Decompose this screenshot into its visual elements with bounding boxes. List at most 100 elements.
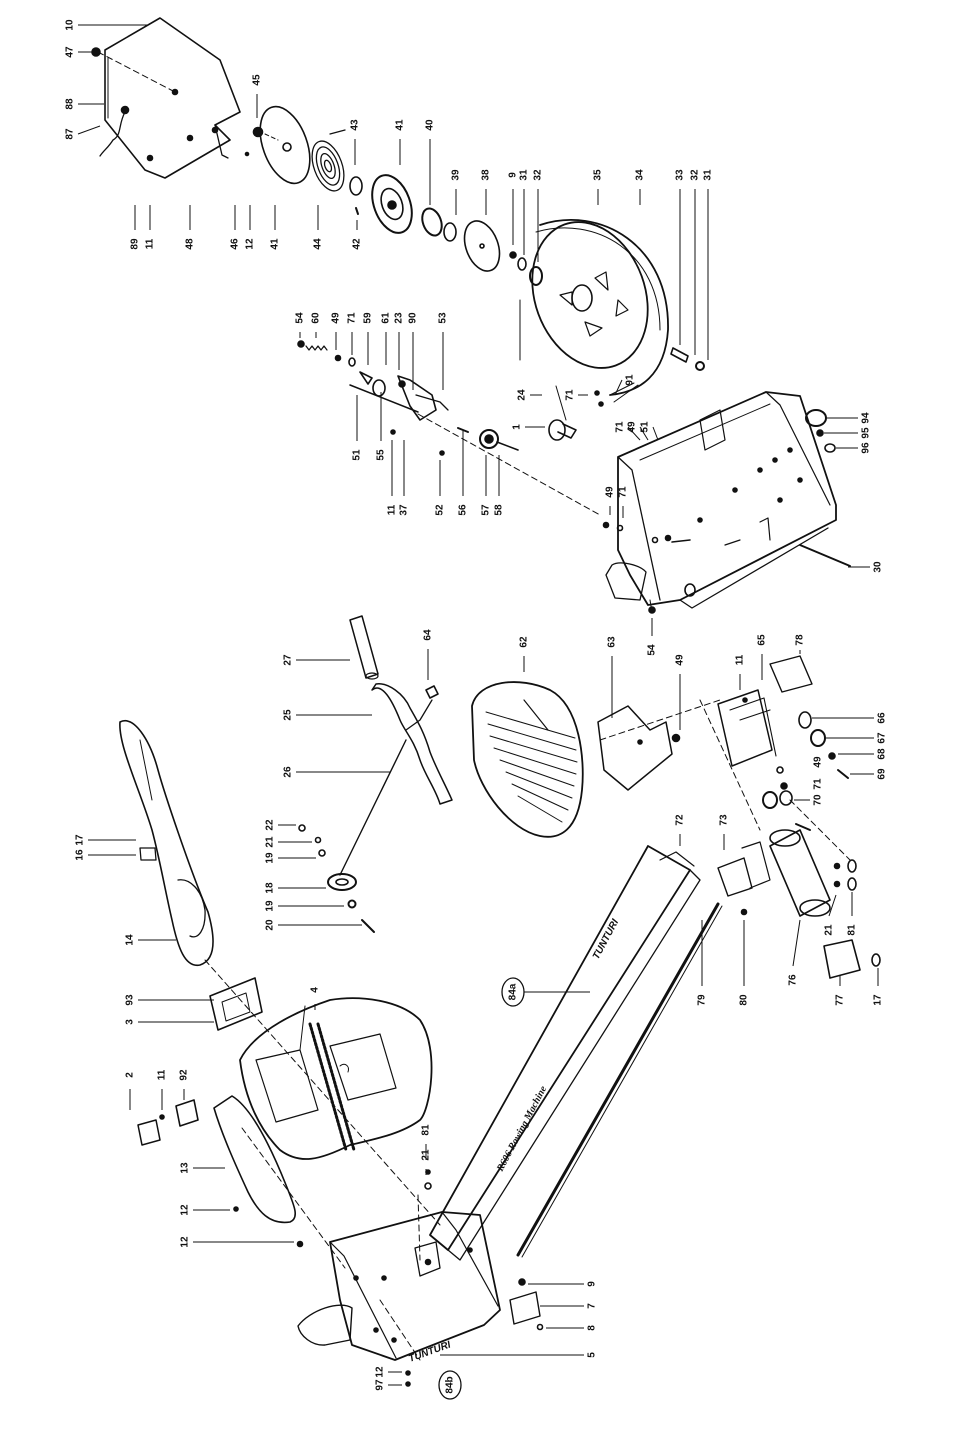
callout-56: 56 xyxy=(458,504,469,516)
callout-27: 27 xyxy=(283,654,294,666)
callout-label-25: 25 xyxy=(283,709,294,721)
callout-label-12a: 12 xyxy=(245,238,256,250)
callout-label-73: 73 xyxy=(719,814,730,826)
callout-4: 4 xyxy=(310,987,321,993)
callout-label-20: 20 xyxy=(265,919,276,931)
callout-label-34: 34 xyxy=(635,169,646,181)
callout-78: 78 xyxy=(795,634,806,646)
part-41-disc xyxy=(259,105,311,185)
callout-2: 2 xyxy=(125,1072,136,1078)
callout-11c: 11 xyxy=(735,654,746,665)
callout-label-9a: 9 xyxy=(508,172,519,178)
callout-label-24: 24 xyxy=(517,389,528,401)
part-64-cap xyxy=(425,685,439,699)
callout-43: 43 xyxy=(350,119,361,131)
callout-label-92: 92 xyxy=(179,1069,190,1081)
callout-12c: 12 xyxy=(180,1236,191,1248)
callout-label-97: 97 xyxy=(375,1379,386,1391)
callout-label-84b: 84b xyxy=(445,1376,456,1393)
callout-71b: 71 xyxy=(565,389,576,401)
callout-label-33: 33 xyxy=(675,169,686,181)
callout-label-67: 67 xyxy=(877,732,888,744)
callout-51a: 51 xyxy=(352,449,363,461)
leader-line-91 xyxy=(614,379,623,396)
callout-53: 53 xyxy=(438,312,449,324)
callout-label-94: 94 xyxy=(861,412,872,424)
callout-label-21b: 21 xyxy=(421,1149,432,1161)
callout-label-55: 55 xyxy=(376,449,387,461)
part-38-disc xyxy=(463,220,501,272)
callout-72: 72 xyxy=(675,814,686,826)
callout-label-14: 14 xyxy=(125,934,136,946)
callout-label-79: 79 xyxy=(697,994,708,1006)
callout-32b: 32 xyxy=(690,169,701,181)
callout-19b: 19 xyxy=(265,900,276,912)
callout-label-71b: 71 xyxy=(565,389,576,401)
callout-3: 3 xyxy=(125,1019,136,1025)
part-63-bracket xyxy=(597,705,673,791)
callout-label-17b: 17 xyxy=(873,994,884,1006)
leader-line-87 xyxy=(77,125,101,135)
callout-label-49d: 49 xyxy=(675,654,686,666)
callout-label-71e: 71 xyxy=(813,778,824,790)
callout-66: 66 xyxy=(877,712,888,724)
part-62-seat xyxy=(471,681,584,838)
part-60-spring xyxy=(305,345,328,351)
callout-label-45: 45 xyxy=(252,74,263,86)
part-7-plate xyxy=(509,1291,541,1325)
callout-label-49a: 49 xyxy=(331,312,342,324)
callout-label-32a: 32 xyxy=(533,169,544,181)
callout-31a: 31 xyxy=(519,169,530,181)
leader-line-21c xyxy=(828,894,837,917)
callout-25: 25 xyxy=(283,709,294,721)
part-53-arm xyxy=(397,375,437,421)
part-26-strap xyxy=(339,739,407,876)
callout-33: 33 xyxy=(675,169,686,181)
callout-label-11b: 11 xyxy=(387,504,398,515)
part-32-bearing xyxy=(529,266,543,286)
part-34-flywheel xyxy=(531,221,649,369)
callout-label-48: 48 xyxy=(185,238,196,250)
callout-label-57: 57 xyxy=(481,504,492,516)
callout-19a: 19 xyxy=(265,852,276,864)
callout-1: 1 xyxy=(512,424,523,430)
callout-48: 48 xyxy=(185,238,196,250)
callout-30: 30 xyxy=(873,561,884,573)
callout-26: 26 xyxy=(283,766,294,778)
callout-label-16: 16 xyxy=(75,849,86,861)
callout-label-91: 91 xyxy=(625,374,636,386)
callout-label-5: 5 xyxy=(587,1352,598,1358)
callout-90: 90 xyxy=(408,312,419,324)
callout-32a: 32 xyxy=(533,169,544,181)
callout-label-35: 35 xyxy=(593,169,604,181)
callout-label-49e: 49 xyxy=(813,756,824,768)
callout-label-23: 23 xyxy=(394,312,405,324)
part-73-clip xyxy=(717,857,753,897)
callout-11d: 11 xyxy=(157,1069,168,1080)
callout-label-81a: 81 xyxy=(421,1124,432,1136)
callout-45: 45 xyxy=(252,74,263,86)
callout-21c: 21 xyxy=(824,924,835,936)
callout-70: 70 xyxy=(813,794,824,806)
callout-31b: 31 xyxy=(703,169,714,181)
callout-label-2: 2 xyxy=(125,1072,136,1078)
callout-label-12b: 12 xyxy=(180,1204,191,1216)
part-33-spacer xyxy=(670,347,689,363)
callout-label-26: 26 xyxy=(283,766,294,778)
callout-63: 63 xyxy=(607,636,618,648)
callout-42: 42 xyxy=(352,238,363,250)
callout-8: 8 xyxy=(587,1325,598,1331)
callout-label-81b: 81 xyxy=(847,924,858,936)
callout-label-51a: 51 xyxy=(352,449,363,461)
callout-label-71c: 71 xyxy=(615,421,626,433)
callout-76: 76 xyxy=(788,974,799,986)
callout-label-93: 93 xyxy=(125,994,136,1006)
callout-label-44: 44 xyxy=(313,238,324,250)
part-14-strap xyxy=(119,720,214,966)
callout-label-54a: 54 xyxy=(295,312,306,324)
callout-54a: 54 xyxy=(295,312,306,324)
part-40-bearing xyxy=(421,207,443,237)
callout-label-66: 66 xyxy=(877,712,888,724)
callout-71c: 71 xyxy=(615,421,626,433)
